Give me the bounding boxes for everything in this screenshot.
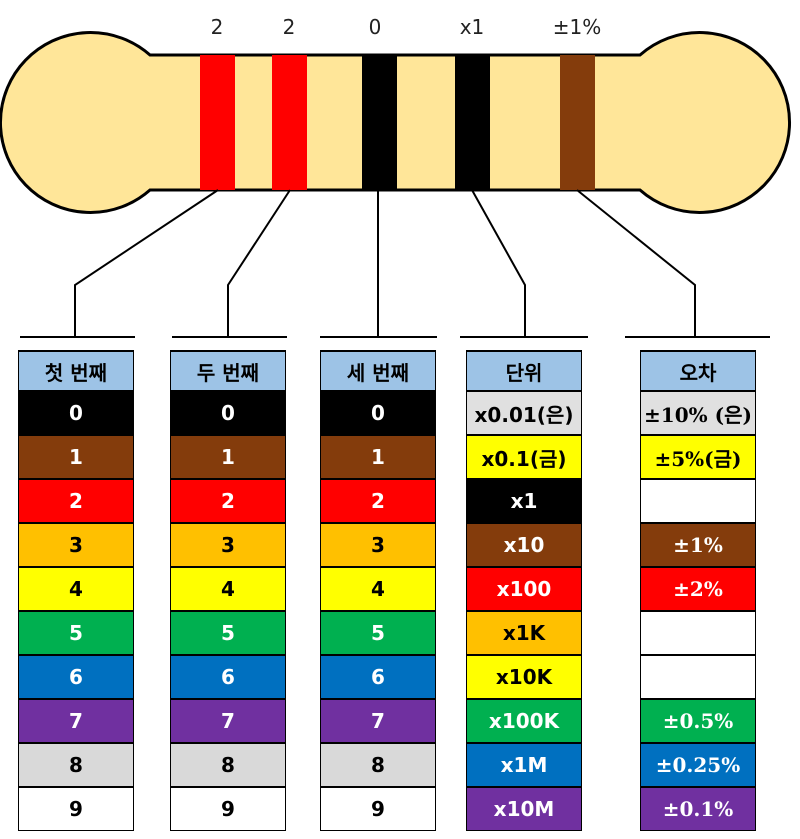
color-code-cell: 0 — [170, 391, 286, 435]
band-4 — [455, 55, 490, 190]
color-code-cell: 1 — [320, 435, 436, 479]
color-code-cell — [640, 479, 756, 523]
color-code-cell: 3 — [18, 523, 134, 567]
color-code-cell: 3 — [320, 523, 436, 567]
column-header: 단위 — [466, 350, 582, 391]
column-header: 두 번째 — [170, 350, 286, 391]
color-code-cell: x0.01(은) — [466, 391, 582, 435]
color-code-cell: x100 — [466, 567, 582, 611]
color-code-cell: x1K — [466, 611, 582, 655]
color-code-cell: 2 — [170, 479, 286, 523]
column-header: 첫 번째 — [18, 350, 134, 391]
band-5-value: ±1% — [553, 15, 602, 39]
leader-line-5 — [576, 189, 696, 337]
color-code-cell: x10M — [466, 787, 582, 831]
color-code-cell: 7 — [170, 699, 286, 743]
color-code-cell: 8 — [18, 743, 134, 787]
column-header: 오차 — [640, 350, 756, 391]
color-code-cell: 7 — [18, 699, 134, 743]
color-code-cell: 4 — [18, 567, 134, 611]
color-code-cell: 6 — [320, 655, 436, 699]
band-1-value: 2 — [211, 15, 224, 39]
color-code-cell: x10 — [466, 523, 582, 567]
color-code-cell: 4 — [320, 567, 436, 611]
color-code-cell: 5 — [320, 611, 436, 655]
color-code-cell: x0.1(금) — [466, 435, 582, 479]
color-code-cell: 9 — [170, 787, 286, 831]
color-code-cell: 9 — [320, 787, 436, 831]
color-code-cell: x100K — [466, 699, 582, 743]
color-code-cell: ±2% — [640, 567, 756, 611]
band-5 — [560, 55, 595, 190]
band-1 — [200, 55, 235, 190]
band-4-value: x1 — [460, 15, 485, 39]
band-2-value: 2 — [283, 15, 296, 39]
color-code-cell: ±0.1% — [640, 787, 756, 831]
color-code-cell: ±0.25% — [640, 743, 756, 787]
color-code-cell: x1 — [466, 479, 582, 523]
color-code-cell: ±0.5% — [640, 699, 756, 743]
color-code-cell: 2 — [18, 479, 134, 523]
color-code-cell — [640, 611, 756, 655]
color-code-cell: ±1% — [640, 523, 756, 567]
color-code-cell: 1 — [18, 435, 134, 479]
color-code-cell: 4 — [170, 567, 286, 611]
tolerance-column: 오차±10% (은)±5%(금) ±1%±2% ±0.5%±0.25%±0.1% — [640, 350, 756, 831]
color-code-cell: 2 — [320, 479, 436, 523]
color-code-cell: x10K — [466, 655, 582, 699]
band-3-value: 0 — [369, 15, 382, 39]
color-code-cell: 6 — [170, 655, 286, 699]
color-code-cell: 9 — [18, 787, 134, 831]
color-code-cell: 1 — [170, 435, 286, 479]
color-code-cell: 6 — [18, 655, 134, 699]
leader-line-1 — [74, 189, 219, 337]
color-code-cell: 8 — [170, 743, 286, 787]
color-code-cell: 8 — [320, 743, 436, 787]
column-header: 세 번째 — [320, 350, 436, 391]
color-code-cell: 3 — [170, 523, 286, 567]
band-3 — [362, 55, 397, 190]
color-code-cell: ±10% (은) — [640, 391, 756, 435]
color-code-cell: ±5%(금) — [640, 435, 756, 479]
leader-line-2 — [227, 189, 291, 337]
color-code-cell: 5 — [170, 611, 286, 655]
leader-line-4 — [471, 189, 526, 337]
color-code-cell: 5 — [18, 611, 134, 655]
color-code-cell: 0 — [320, 391, 436, 435]
color-code-cell: 7 — [320, 699, 436, 743]
color-code-cell: x1M — [466, 743, 582, 787]
color-code-cell: 0 — [18, 391, 134, 435]
band-2 — [272, 55, 307, 190]
color-code-cell — [640, 655, 756, 699]
